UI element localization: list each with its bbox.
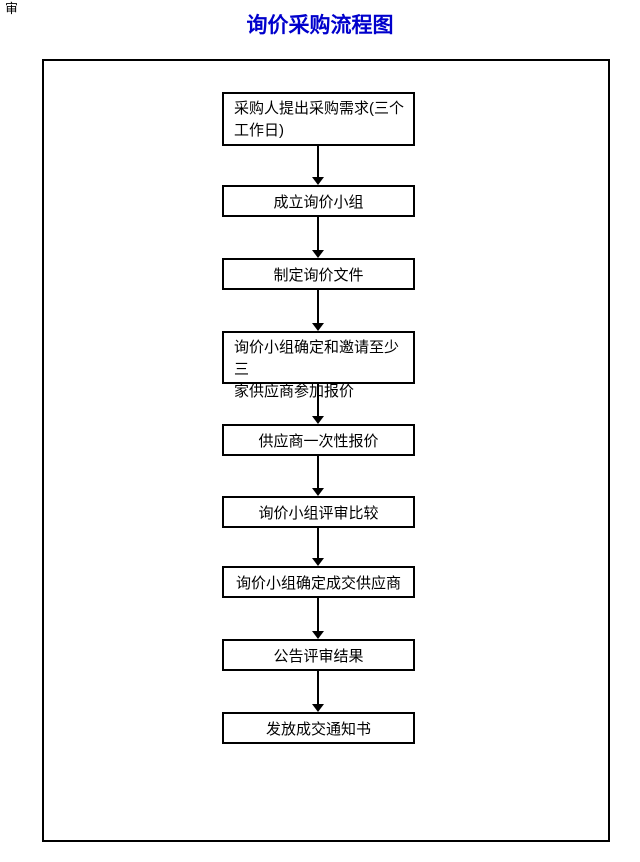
flow-step-team-review-compare: 询价小组评审比较 bbox=[222, 496, 415, 528]
flow-arrow-down-icon bbox=[312, 456, 324, 496]
flow-step-supplier-one-time-quote: 供应商一次性报价 bbox=[222, 424, 415, 456]
flow-arrow-down-icon bbox=[312, 598, 324, 639]
flow-step-draft-inquiry-document: 制定询价文件 bbox=[222, 258, 415, 290]
flow-step-invite-suppliers: 询价小组确定和邀请至少三 家供应商参加报价 bbox=[222, 331, 415, 400]
flow-arrow-down-icon bbox=[312, 671, 324, 712]
flow-arrow-down-icon bbox=[312, 528, 324, 566]
corner-review-label: 审 bbox=[5, 1, 19, 16]
flow-arrow-down-icon bbox=[312, 290, 324, 331]
flow-step-determine-winning-supplier: 询价小组确定成交供应商 bbox=[222, 566, 415, 598]
flow-step-announce-review-result: 公告评审结果 bbox=[222, 639, 415, 671]
flow-step-form-inquiry-team: 成立询价小组 bbox=[222, 185, 415, 217]
flow-arrow-down-icon bbox=[312, 146, 324, 185]
flowchart-canvas: 采购人提出采购需求(三个 工作日) 成立询价小组 制定询价文件 询价小组确定和邀… bbox=[42, 59, 610, 842]
flow-arrow-down-icon bbox=[312, 217, 324, 258]
flow-step-issue-award-notice: 发放成交通知书 bbox=[222, 712, 415, 744]
page-title: 询价采购流程图 bbox=[246, 14, 394, 37]
flow-arrow-down-icon bbox=[312, 384, 324, 424]
flow-step-purchase-request: 采购人提出采购需求(三个 工作日) bbox=[222, 92, 415, 146]
